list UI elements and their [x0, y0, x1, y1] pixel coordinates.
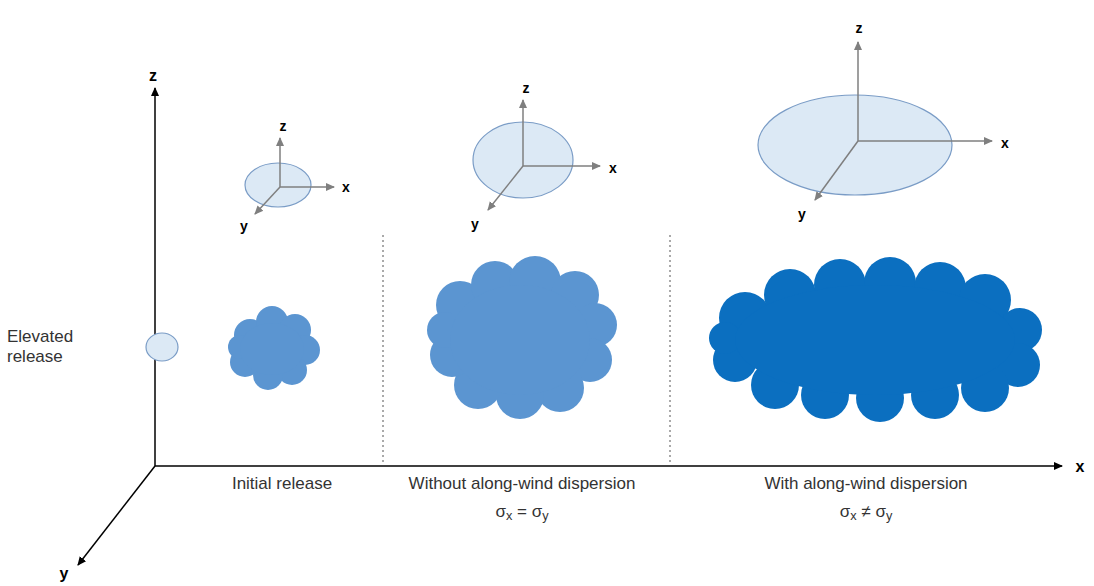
axis-label: z	[856, 20, 863, 37]
section-label: Initial release	[232, 474, 332, 494]
axis-label: x	[609, 160, 617, 177]
axis-label: y	[471, 216, 479, 233]
axis-label: x	[1076, 457, 1085, 476]
axis-label: x	[1001, 135, 1009, 152]
axis-label: y	[798, 206, 806, 223]
axis-label: x	[342, 179, 350, 196]
section-label: Without along-wind dispersion	[409, 474, 636, 494]
axis-label: y	[240, 218, 248, 235]
axis-label: y	[60, 564, 69, 583]
axis-label: z	[149, 66, 157, 85]
sigma-relation: σx ≠ σy	[840, 502, 893, 522]
source-label: Elevated release	[7, 327, 97, 368]
sigma-relation: σx = σy	[495, 502, 548, 522]
axis-label: z	[523, 80, 530, 97]
axis-label: z	[280, 118, 287, 135]
section-label: With along-wind dispersion	[764, 474, 967, 494]
